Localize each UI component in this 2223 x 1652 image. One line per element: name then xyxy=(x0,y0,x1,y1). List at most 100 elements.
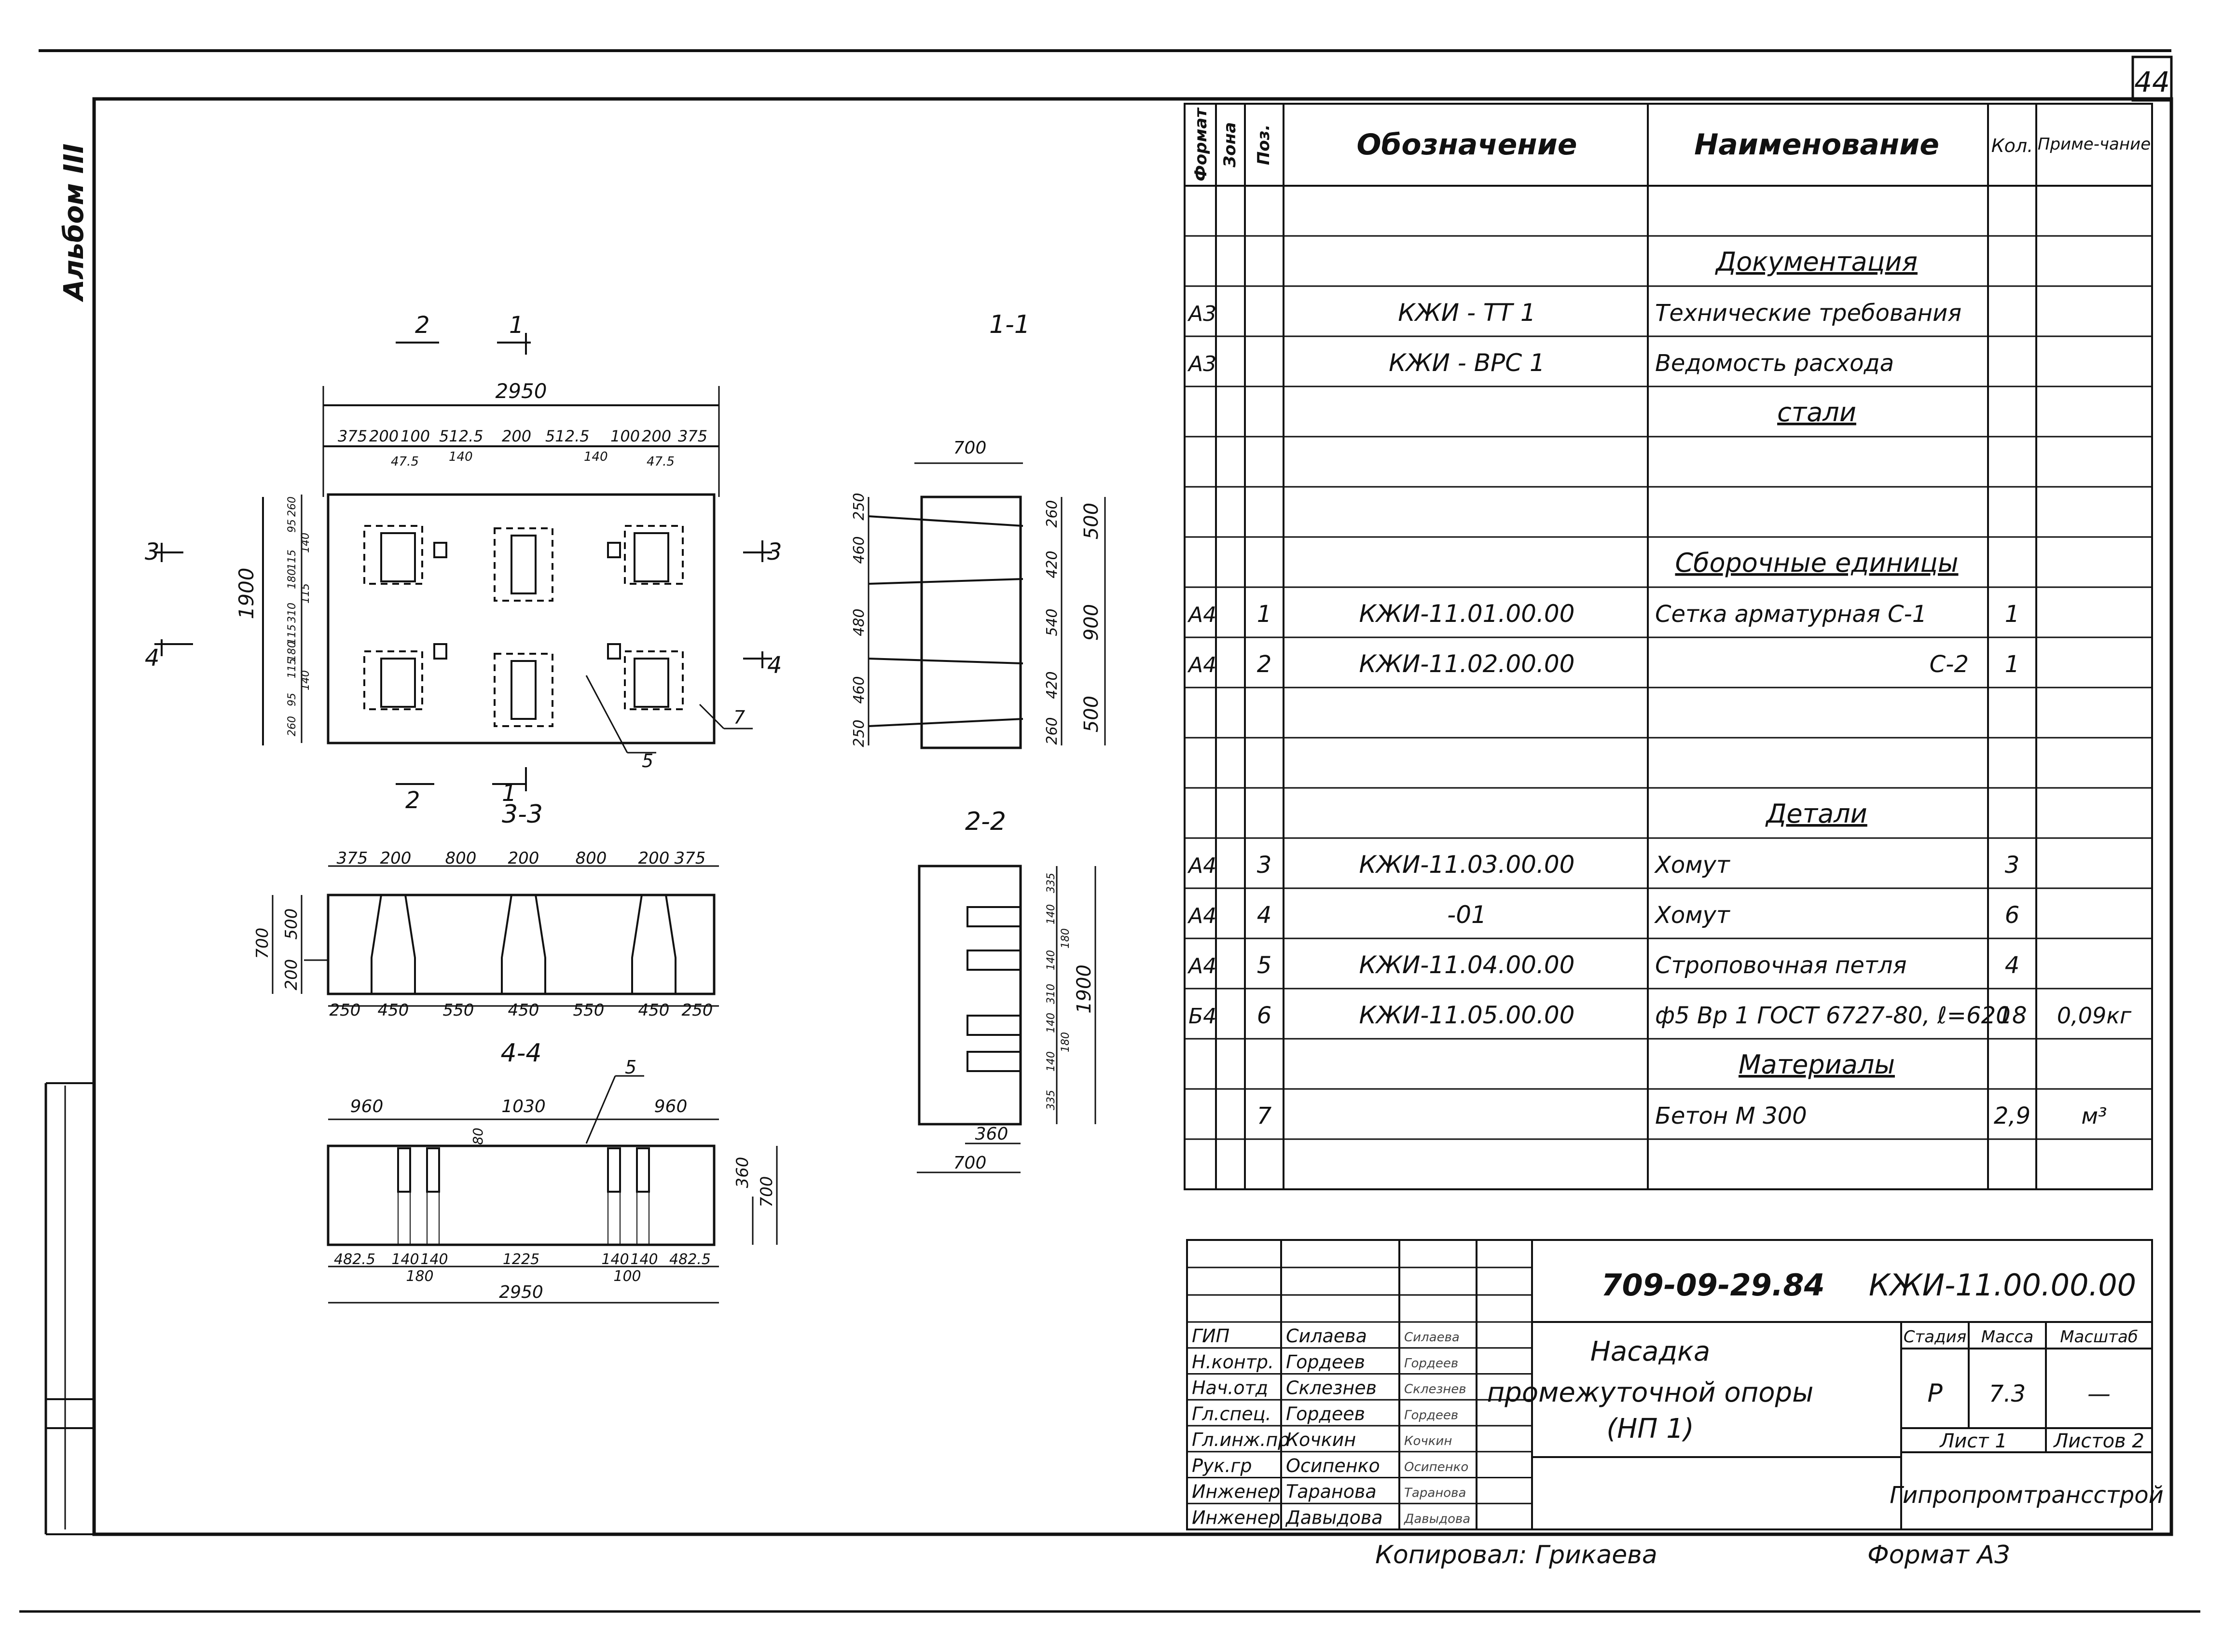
spec-cell-qty: 2,9 xyxy=(1994,1102,2030,1129)
page-number: 44 xyxy=(2134,66,2170,98)
spec-cell-qty: 18 xyxy=(1997,1002,2027,1029)
s44-right-1: 360 xyxy=(733,1157,752,1188)
plan-dim-left-12: 95 xyxy=(286,693,298,706)
title-line-3: (НП 1) xyxy=(1606,1413,1694,1445)
spec-cell-qty: 1 xyxy=(2005,601,2020,628)
spec-cell-pos: 1 xyxy=(1257,601,1272,628)
signature-role: Гл.инж.пр xyxy=(1192,1429,1289,1450)
header-qty: Кол. xyxy=(1991,135,2033,156)
signature-handwritten: Гордеев xyxy=(1404,1356,1458,1371)
plan-callout-7: 7 xyxy=(733,707,745,728)
s44-top-3: 960 xyxy=(654,1097,688,1116)
s44-bottom-5: 140 xyxy=(601,1251,629,1268)
signature-name: Осипенко xyxy=(1286,1455,1380,1476)
s11-left-3: 480 xyxy=(851,608,868,636)
plan-callout-5: 5 xyxy=(642,750,653,771)
plan-dim-top-6: 512.5 xyxy=(545,427,590,445)
signature-handwritten: Осипенко xyxy=(1404,1460,1468,1474)
plan-dim-top-9: 375 xyxy=(678,427,707,445)
plan-dim-sub-4: 47.5 xyxy=(647,454,675,469)
spec-cell-format: А4 xyxy=(1187,854,1216,878)
s11-left-4: 460 xyxy=(851,676,868,703)
spec-cell-format: А3 xyxy=(1187,302,1216,326)
spec-cell-pos: 4 xyxy=(1257,902,1272,929)
s44-mid: 80 xyxy=(470,1128,486,1145)
s33-top-4: 200 xyxy=(508,849,539,868)
signature-handwritten: Таранова xyxy=(1404,1486,1466,1501)
signature-name: Гордеев xyxy=(1286,1403,1365,1424)
spec-cell-name: Строповочная петля xyxy=(1655,952,1906,979)
spec-cell-designation: КЖИ-11.04.00.00 xyxy=(1359,951,1575,979)
title-block-grid xyxy=(1186,1239,2153,1530)
plan-dim-top-7: 100 xyxy=(610,427,640,445)
plan-dim-left-2: 95 xyxy=(286,519,298,533)
spec-cell-name: стали xyxy=(1777,397,1856,427)
organization: Гипропромтрансстрой xyxy=(1890,1482,2164,1509)
spec-cell-name: Ведомость расхода xyxy=(1655,350,1894,377)
plan-dim-top-4: 512.5 xyxy=(439,427,483,445)
plan-dim-left-3: 140 xyxy=(300,533,312,553)
stage-value: Р xyxy=(1927,1379,1943,1408)
spec-cell-format: А3 xyxy=(1187,352,1216,376)
section-2-2-title: 2-2 xyxy=(965,807,1006,836)
header-designation: Обозначение xyxy=(1356,128,1577,162)
sheet-frame xyxy=(19,49,2200,1613)
s11-right-3: 540 xyxy=(1044,608,1061,636)
signature-name: Давыдова xyxy=(1285,1507,1383,1528)
s44-right-2: 700 xyxy=(757,1176,776,1208)
s44-bottom-3: 140 xyxy=(420,1251,448,1268)
signature-name: Таранова xyxy=(1286,1481,1377,1502)
plan-dim-left-7: 310 xyxy=(286,603,298,623)
s33-top-5: 800 xyxy=(576,849,607,868)
spec-cell-name: Бетон М 300 xyxy=(1655,1102,1807,1129)
s33-left-3: 200 xyxy=(282,959,301,991)
s44-bottom2-2: 100 xyxy=(613,1268,641,1285)
plan-dim-left-9: 180 xyxy=(286,641,298,661)
signature-handwritten: Кочкин xyxy=(1404,1434,1452,1448)
mass-value: 7.3 xyxy=(1989,1380,2026,1407)
signature-role: Гл.спец. xyxy=(1192,1403,1271,1424)
s33-bottom-7: 250 xyxy=(682,1001,713,1020)
s22-right-1: 335 xyxy=(1045,873,1057,893)
signature-handwritten: Силаева xyxy=(1404,1330,1460,1345)
stage-label: Стадия xyxy=(1904,1327,1966,1347)
spec-cell-qty: 3 xyxy=(2005,852,2020,879)
spec-cell-name: Документация xyxy=(1715,247,1918,277)
spec-cell-format: А4 xyxy=(1187,603,1216,627)
s22-right-8: 140 xyxy=(1045,1051,1057,1072)
copied-by: Копировал: Грикаева xyxy=(1375,1541,1657,1569)
spec-cell-designation: КЖИ-11.05.00.00 xyxy=(1359,1001,1575,1029)
signature-handwritten: Гордеев xyxy=(1404,1408,1458,1422)
s44-bottom-4: 1225 xyxy=(503,1251,539,1268)
spec-cell-designation: КЖИ-11.02.00.00 xyxy=(1359,650,1575,678)
signature-name: Склезнев xyxy=(1286,1377,1377,1399)
project-code: 709-09-29.84 xyxy=(1601,1267,1824,1303)
s33-left-1: 700 xyxy=(253,928,272,959)
spec-cell-note: 0,09кг xyxy=(2057,1003,2132,1029)
spec-cell-name: Сборочные единицы xyxy=(1675,548,1958,578)
mass-label: Масса xyxy=(1981,1327,2033,1347)
s11-left-1: 250 xyxy=(851,493,868,520)
s11-outer-3: 500 xyxy=(1080,696,1103,732)
s33-left-2: 500 xyxy=(282,909,301,940)
spec-cell-qty: 6 xyxy=(2005,902,2020,929)
s33-bottom-2: 450 xyxy=(378,1001,409,1020)
plan-dim-sub-2: 140 xyxy=(449,450,473,464)
spec-cell-format: А4 xyxy=(1187,954,1216,978)
spec-cell-pos: 6 xyxy=(1257,1002,1272,1029)
plan-left-dims: 260 95 140 115 180 115 310 115 180 115 1… xyxy=(286,496,312,736)
s44-bottom-2: 140 xyxy=(391,1251,419,1268)
s22-right-6: 140 xyxy=(1045,1013,1057,1033)
section-marker-3-right: 3 xyxy=(767,538,782,565)
signature-name: Кочкин xyxy=(1286,1429,1356,1450)
section-3-3-title: 3-3 xyxy=(502,800,543,829)
s33-top-7: 375 xyxy=(675,849,706,868)
signature-role: Нач.отд xyxy=(1192,1377,1268,1399)
section-1-1 xyxy=(868,462,1106,749)
spec-cell-designation: КЖИ-11.03.00.00 xyxy=(1359,851,1575,879)
spec-cell-name: ф5 Вр 1 ГОСТ 6727-80, ℓ=620 xyxy=(1655,1002,2011,1029)
signature-role: Н.контр. xyxy=(1192,1351,1274,1373)
signature-name: Силаева xyxy=(1286,1325,1367,1347)
spec-cell-pos: 7 xyxy=(1257,1102,1272,1129)
title-line-2: промежуточной опоры xyxy=(1487,1377,1814,1408)
